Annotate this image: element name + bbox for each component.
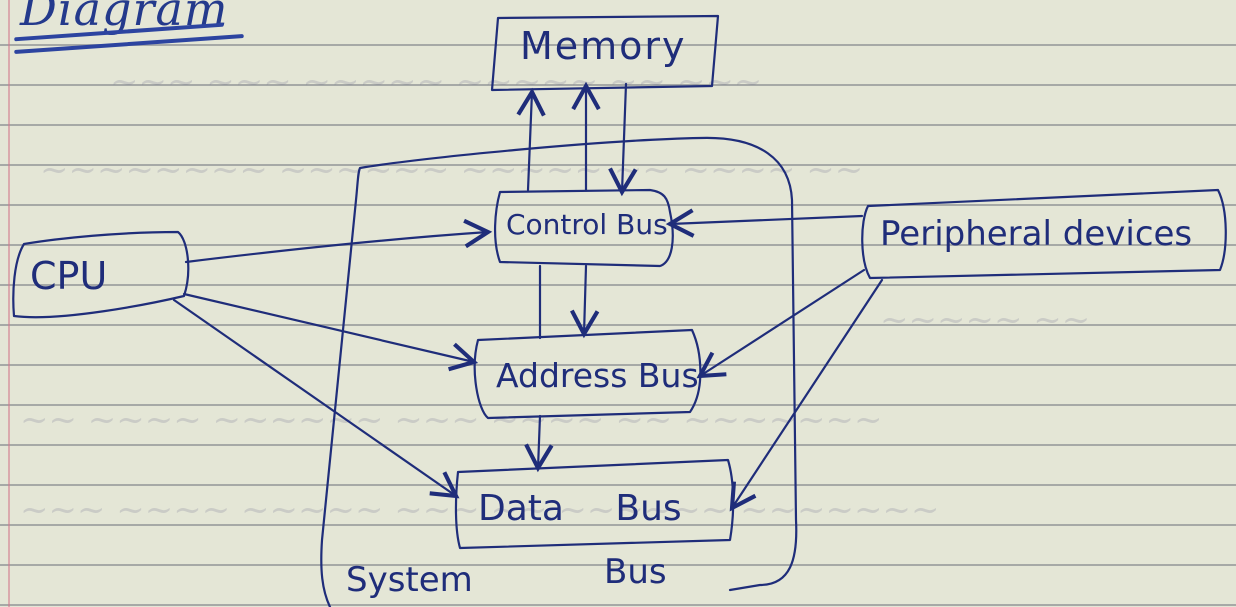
control-bus-box <box>493 188 674 268</box>
bleed-through-text: ~~ ~~~~ ~~~~~~ ~~~ ~~~~ ~~ ~~~~~~~ <box>20 400 883 440</box>
memory-label: Memory <box>520 24 687 68</box>
peripheral-to-address-arrow <box>696 268 866 379</box>
cpu-to-data-arrow <box>172 298 460 499</box>
address-bus-box <box>473 328 702 420</box>
memory-to-control-arrow <box>608 82 638 197</box>
control-to-address-arrow <box>570 264 600 339</box>
system-bus-label-system: System <box>346 560 473 600</box>
system-bus-label-bus: Bus <box>604 552 667 592</box>
bleed-through-text: ~~~~~ ~~ <box>880 300 1091 340</box>
control-bus-label: Control Bus <box>506 208 668 241</box>
cpu-label: CPU <box>30 254 108 298</box>
peripheral-to-control-arrow <box>665 208 864 238</box>
bleed-through-text: ~~~ ~~~~ ~~~~~ ~~~ ~~ ~~~~~~ ~~~~~~~ <box>20 490 940 530</box>
system-bus-boundary <box>320 136 798 607</box>
address-to-data-arrow <box>524 414 554 473</box>
address-bus-label: Address Bus <box>496 356 699 395</box>
margin-line <box>8 0 10 607</box>
data-bus-box <box>454 458 735 550</box>
peripheral-to-data-arrow <box>729 278 884 512</box>
cpu-box <box>12 230 190 319</box>
peripheral-box <box>861 188 1227 280</box>
peripheral-devices-label: Peripheral devices <box>880 214 1193 254</box>
cpu-to-address-arrow <box>182 292 479 372</box>
control-to-memory-arrow <box>516 87 546 192</box>
memory-box <box>490 14 720 92</box>
bleed-through-text: ~~~ ~~~ ~~~~~ ~~~~~ ~~ ~~~ <box>110 62 763 102</box>
cpu-to-control-arrow <box>184 218 493 264</box>
data-bus-label: Data Bus <box>478 488 682 529</box>
